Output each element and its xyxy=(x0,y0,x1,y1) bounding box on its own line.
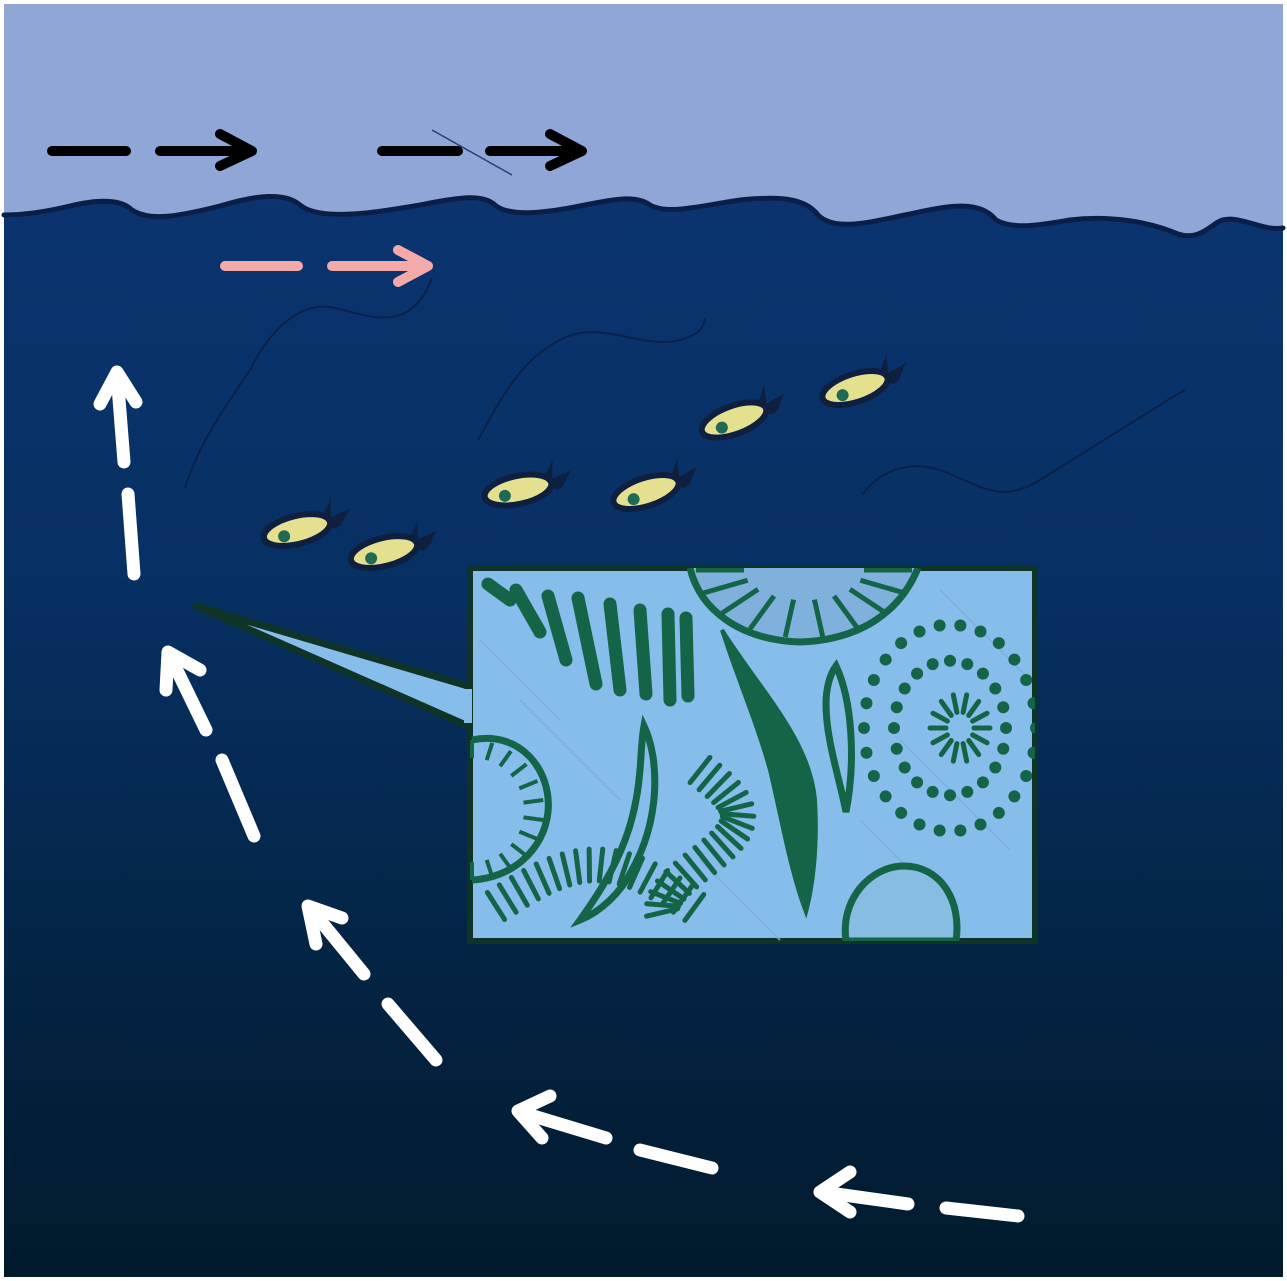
ring-dot xyxy=(927,658,939,670)
ring-dot xyxy=(868,770,880,782)
diatom-bar xyxy=(640,610,646,694)
ring-dot xyxy=(895,637,907,649)
ring-dot xyxy=(977,776,989,788)
ring-dot xyxy=(954,824,966,836)
ring-dot xyxy=(989,683,1001,695)
ring-dot xyxy=(927,786,939,798)
ring-dot xyxy=(899,761,911,773)
ring-dot xyxy=(944,789,956,801)
chain-segment xyxy=(599,849,602,881)
ring-dot xyxy=(911,776,923,788)
diatom-bar xyxy=(668,614,670,700)
ring-dot xyxy=(993,637,1005,649)
ring-spoke xyxy=(953,695,957,713)
half-disc-spoke xyxy=(523,800,543,803)
ring-dot xyxy=(1020,674,1032,686)
ring-dot xyxy=(868,674,880,686)
ring-dot xyxy=(997,743,1009,755)
ring-dot xyxy=(961,658,973,670)
ring-dot xyxy=(858,722,870,734)
ring-dot xyxy=(895,807,907,819)
ring-dot xyxy=(954,620,966,632)
arrow-dash xyxy=(128,494,134,574)
ring-dot xyxy=(914,818,926,830)
half-disc-spoke xyxy=(523,817,543,820)
ring-dot xyxy=(891,701,903,713)
ring-spoke xyxy=(963,744,967,762)
ring-dot xyxy=(880,790,892,802)
ring-dot xyxy=(944,655,956,667)
ring-dot xyxy=(1000,722,1012,734)
ring-dot xyxy=(974,626,986,638)
ring-dot xyxy=(1008,654,1020,666)
ring-dot xyxy=(993,807,1005,819)
ring-dot xyxy=(974,818,986,830)
ring-dot xyxy=(934,824,946,836)
ring-dot xyxy=(1020,770,1032,782)
ring-dot xyxy=(860,747,872,759)
ring-dot xyxy=(888,722,900,734)
ring-dot xyxy=(911,668,923,680)
diatom-bar xyxy=(686,618,688,696)
ring-dot xyxy=(899,683,911,695)
ring-dot xyxy=(997,701,1009,713)
ring-dot xyxy=(880,654,892,666)
chain-segment xyxy=(647,904,679,907)
ring-dot xyxy=(860,697,872,709)
ring-spoke xyxy=(963,695,967,713)
ring-dot xyxy=(1008,790,1020,802)
ring-dot xyxy=(914,626,926,638)
ring-dot xyxy=(977,668,989,680)
plankton-callout xyxy=(470,568,1042,941)
ring-dot xyxy=(934,620,946,632)
ring-dot xyxy=(961,786,973,798)
ring-dot xyxy=(989,761,1001,773)
ring-dot xyxy=(891,743,903,755)
ring-spoke xyxy=(953,744,957,762)
arrow-dash xyxy=(946,1208,1018,1216)
